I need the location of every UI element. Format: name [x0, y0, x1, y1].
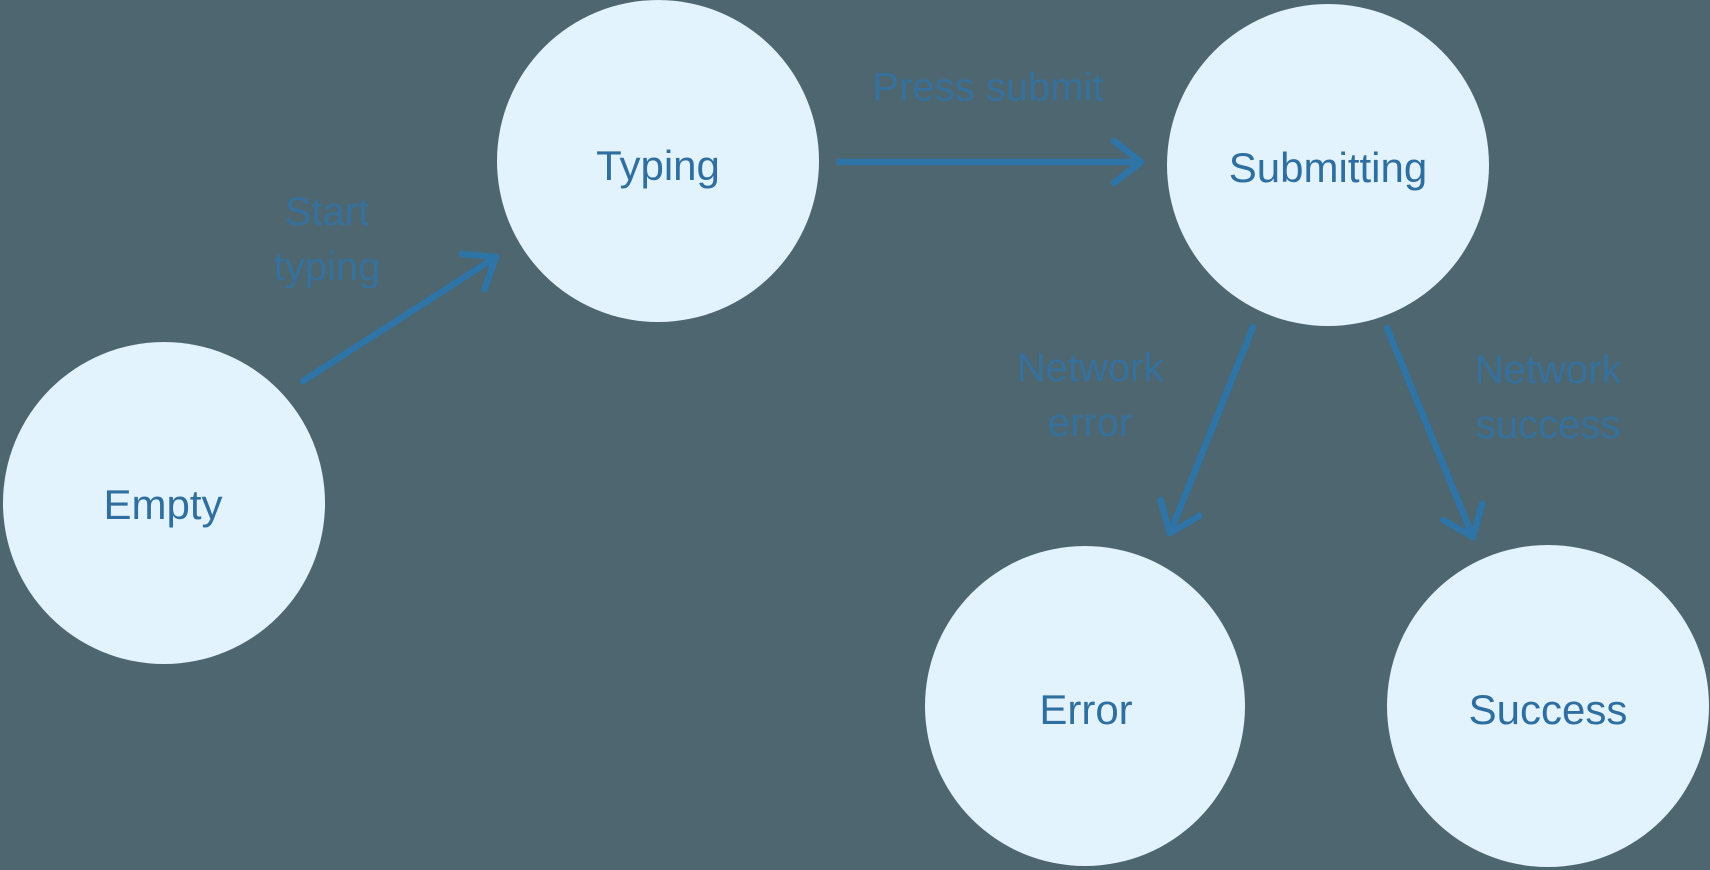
- state-label-empty: Empty: [103, 480, 223, 528]
- state-label-submitting: Submitting: [1228, 143, 1428, 191]
- state-circle-submitting: [1167, 4, 1489, 326]
- state-circle-empty: [3, 342, 325, 664]
- edge-submitting-to-error: [1157, 323, 1257, 537]
- state-label-error: Error: [1039, 685, 1133, 733]
- edge-label-network-error: Network error: [1016, 345, 1164, 445]
- edge-label-start-typing: Start typing: [273, 189, 381, 289]
- state-label-success: Success: [1468, 685, 1628, 733]
- state-circle-success: [1387, 545, 1709, 867]
- edge-submitting-to-success: [1383, 324, 1486, 541]
- edge-empty-to-typing: [299, 250, 500, 385]
- state-circle-error: [925, 546, 1245, 866]
- edge-label-network-success: Network success: [1474, 347, 1622, 447]
- state-circle-typing: [497, 0, 819, 322]
- state-label-typing: Typing: [596, 141, 720, 189]
- edge-label-press-submit: Press submit: [872, 65, 1104, 110]
